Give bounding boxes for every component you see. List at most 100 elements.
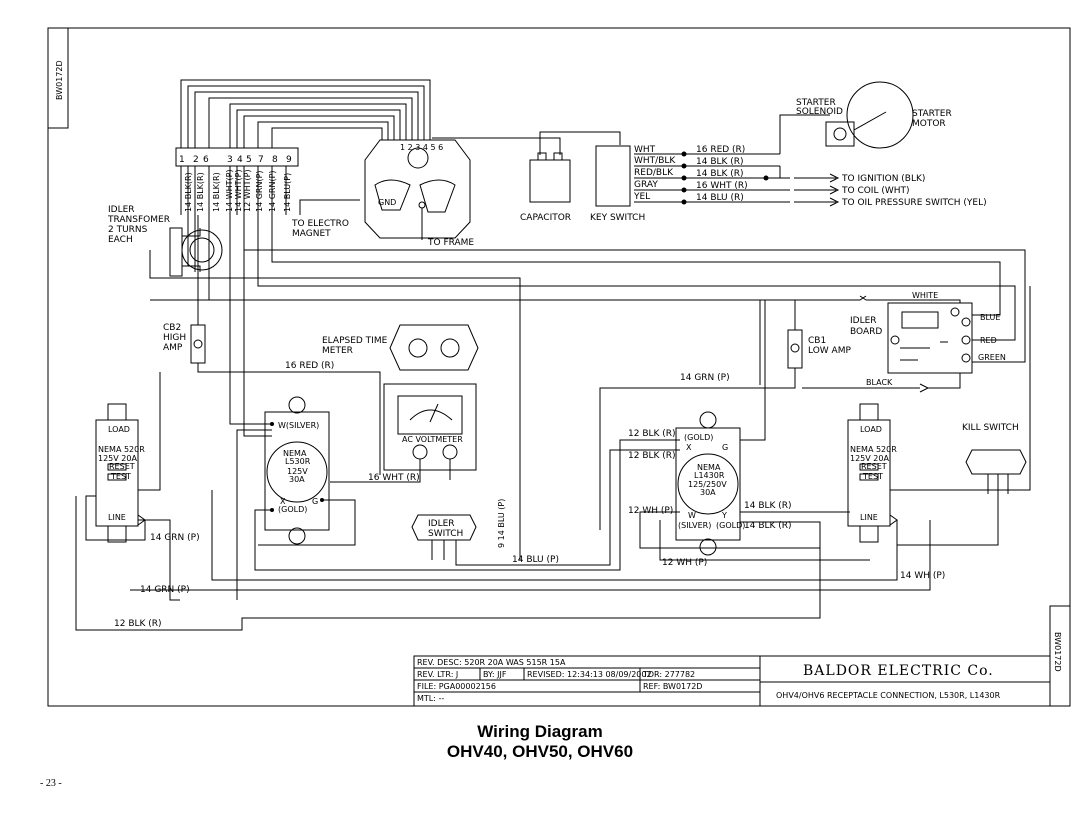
- svg-text:REVISED: 12:34:13 08/09/2002: REVISED: 12:34:13 08/09/2002: [527, 670, 652, 679]
- svg-text:REV. DESC: 520R 20A WAS 515R 1: REV. DESC: 520R 20A WAS 515R 15A: [417, 658, 566, 667]
- svg-text:125V 20A: 125V 20A: [850, 454, 889, 463]
- kill-switch: KILL SWITCH: [962, 423, 1027, 494]
- svg-text:TO IGNITION (BLK): TO IGNITION (BLK): [841, 174, 925, 184]
- starter-solenoid: [825, 121, 855, 147]
- cb2-breaker: CB2 HIGH AMP 16 RED (R): [163, 215, 381, 475]
- terminal-6: 6: [203, 155, 209, 165]
- svg-text:14 BLU (R): 14 BLU (R): [696, 193, 744, 203]
- capacitor: CAPACITOR: [520, 152, 571, 223]
- svg-text:14 GRN (P): 14 GRN (P): [680, 373, 730, 383]
- svg-text:RESET: RESET: [861, 462, 887, 471]
- terminal-7: 7: [258, 155, 264, 165]
- svg-text:(GOLD): (GOLD): [684, 433, 713, 442]
- stator-block: 1 2 3 4 5 6 GND TO FRAME TO ELECTRO MAGN…: [291, 139, 474, 248]
- svg-text:AMP: AMP: [163, 343, 183, 353]
- svg-text:CAPACITOR: CAPACITOR: [520, 213, 571, 223]
- svg-text:AC VOLTMETER: AC VOLTMETER: [402, 435, 463, 444]
- svg-text:L1430R: L1430R: [694, 471, 725, 480]
- svg-text:CB2: CB2: [163, 323, 181, 333]
- caption-models: OHV40, OHV50, OHV60: [446, 742, 634, 761]
- svg-text:2 TURNS: 2 TURNS: [108, 225, 148, 235]
- svg-text:TO ELECTRO: TO ELECTRO: [291, 219, 349, 229]
- svg-text:W(SILVER): W(SILVER): [278, 421, 319, 430]
- gfci-receptacle-right: LOAD NEMA 520R 125V 20A RESET TEST LINE …: [211, 286, 1031, 581]
- svg-text:LOAD: LOAD: [108, 425, 130, 434]
- svg-text:KILL SWITCH: KILL SWITCH: [962, 423, 1019, 433]
- svg-text:WHT: WHT: [634, 145, 656, 155]
- svg-text:REV. LTR: J: REV. LTR: J: [417, 670, 458, 679]
- terminal-2: 2: [193, 155, 199, 165]
- svg-text:12 WHT(P): 12 WHT(P): [243, 169, 252, 212]
- svg-text:12 BLK (R): 12 BLK (R): [628, 451, 676, 461]
- svg-text:IDLER: IDLER: [108, 205, 135, 215]
- svg-text:14 GRN (P): 14 GRN (P): [140, 585, 190, 595]
- svg-text:14 BLU (P): 14 BLU (P): [512, 555, 559, 565]
- svg-text:BLUE: BLUE: [980, 313, 1000, 322]
- svg-text:(GOLD): (GOLD): [278, 505, 307, 514]
- svg-text:RED/BLK: RED/BLK: [634, 168, 674, 178]
- svg-text:SWITCH: SWITCH: [428, 529, 463, 539]
- svg-text:METER: METER: [322, 346, 353, 356]
- key-switch: KEY SWITCH WHT WHT/BLK RED/BLK GRAY YEL …: [590, 114, 987, 223]
- svg-text:RESET: RESET: [109, 462, 135, 471]
- company-name: BALDOR ELECTRIC Co.: [803, 663, 994, 679]
- svg-text:30A: 30A: [289, 475, 305, 484]
- svg-text:CB1: CB1: [808, 336, 826, 346]
- svg-text:BLACK: BLACK: [866, 378, 893, 387]
- svg-text:125V: 125V: [287, 467, 308, 476]
- svg-text:14 BLK (R): 14 BLK (R): [696, 157, 744, 167]
- upper-wire-bundle: [180, 79, 621, 155]
- elapsed-time-meter: ELAPSED TIME METER: [322, 324, 479, 371]
- svg-text:WHITE: WHITE: [912, 291, 938, 300]
- starter: STARTER SOLENOID STARTER MOTOR: [796, 81, 952, 149]
- svg-text:MTL: --: MTL: --: [417, 694, 444, 703]
- svg-text:14 WHT(P): 14 WHT(P): [234, 169, 243, 212]
- svg-text:1 2 3 4 5 6: 1 2 3 4 5 6: [400, 143, 443, 152]
- terminal-4: 4: [237, 155, 243, 165]
- svg-text:(SILVER): (SILVER): [678, 521, 711, 530]
- svg-text:HIGH: HIGH: [163, 333, 186, 343]
- svg-text:NEMA: NEMA: [283, 449, 307, 458]
- svg-text:(GOLD): (GOLD): [716, 521, 745, 530]
- svg-text:GREEN: GREEN: [978, 353, 1006, 362]
- terminal-1: 1: [179, 155, 185, 165]
- svg-text:L530R: L530R: [285, 457, 311, 466]
- svg-text:TEST: TEST: [110, 472, 131, 481]
- svg-text:NEMA: NEMA: [697, 463, 721, 472]
- l530r-receptacle: NEMA L530R 125V 30A W(SILVER) X G (GOLD): [229, 215, 680, 600]
- terminal-strip: 1 2 6 3 4 5 7 8 9: [175, 147, 299, 167]
- svg-text:12 BLK (R): 12 BLK (R): [628, 429, 676, 439]
- drawing-number-box-top: [47, 27, 69, 129]
- lower-harness: 14 GRN (P) 12 BLK (R): [75, 496, 931, 631]
- svg-text:TEST: TEST: [862, 472, 883, 481]
- svg-text:BOARD: BOARD: [850, 327, 882, 337]
- gnd-label: GND: [378, 198, 396, 207]
- ac-voltmeter: AC VOLTMETER 16 WHT (R): [330, 383, 477, 483]
- svg-text:14 BLK (R): 14 BLK (R): [744, 521, 792, 531]
- svg-text:TO OIL PRESSURE SWITCH (YEL): TO OIL PRESSURE SWITCH (YEL): [841, 198, 987, 208]
- idler-transformer: IDLER TRANSFOMER 2 TURNS EACH: [107, 205, 761, 560]
- starter-motor: [846, 81, 914, 149]
- svg-text:REF: BW0172D: REF: BW0172D: [643, 682, 702, 691]
- svg-text:LOW AMP: LOW AMP: [808, 346, 851, 356]
- svg-text:KEY SWITCH: KEY SWITCH: [590, 213, 645, 223]
- svg-text:FILE: PGA00002156: FILE: PGA00002156: [417, 682, 496, 691]
- svg-text:12 WH (P): 12 WH (P): [628, 506, 673, 516]
- svg-text:STARTER: STARTER: [796, 98, 836, 108]
- diagram-caption: Wiring Diagram OHV40, OHV50, OHV60: [0, 722, 1080, 762]
- svg-text:X: X: [686, 443, 692, 452]
- svg-text:TO COIL (WHT): TO COIL (WHT): [841, 186, 910, 196]
- svg-text:125/250V: 125/250V: [688, 480, 727, 489]
- title-block: REV. DESC: 520R 20A WAS 515R 15A REV. LT…: [413, 655, 1051, 707]
- drawing-border: [47, 27, 1071, 707]
- svg-text:14 GRN(P): 14 GRN(P): [255, 170, 264, 212]
- svg-text:MAGNET: MAGNET: [292, 229, 331, 239]
- terminal-5: 5: [246, 155, 252, 165]
- svg-text:LINE: LINE: [860, 513, 878, 522]
- idler-switch: IDLER SWITCH 9 14 BLU (P) 14 BLU (P): [411, 449, 680, 566]
- svg-text:NEMA 520R: NEMA 520R: [98, 445, 145, 454]
- svg-text:W: W: [688, 511, 696, 520]
- svg-text:12 WH (P): 12 WH (P): [662, 558, 707, 568]
- svg-text:ELAPSED TIME: ELAPSED TIME: [322, 336, 388, 346]
- terminal-3: 3: [227, 155, 233, 165]
